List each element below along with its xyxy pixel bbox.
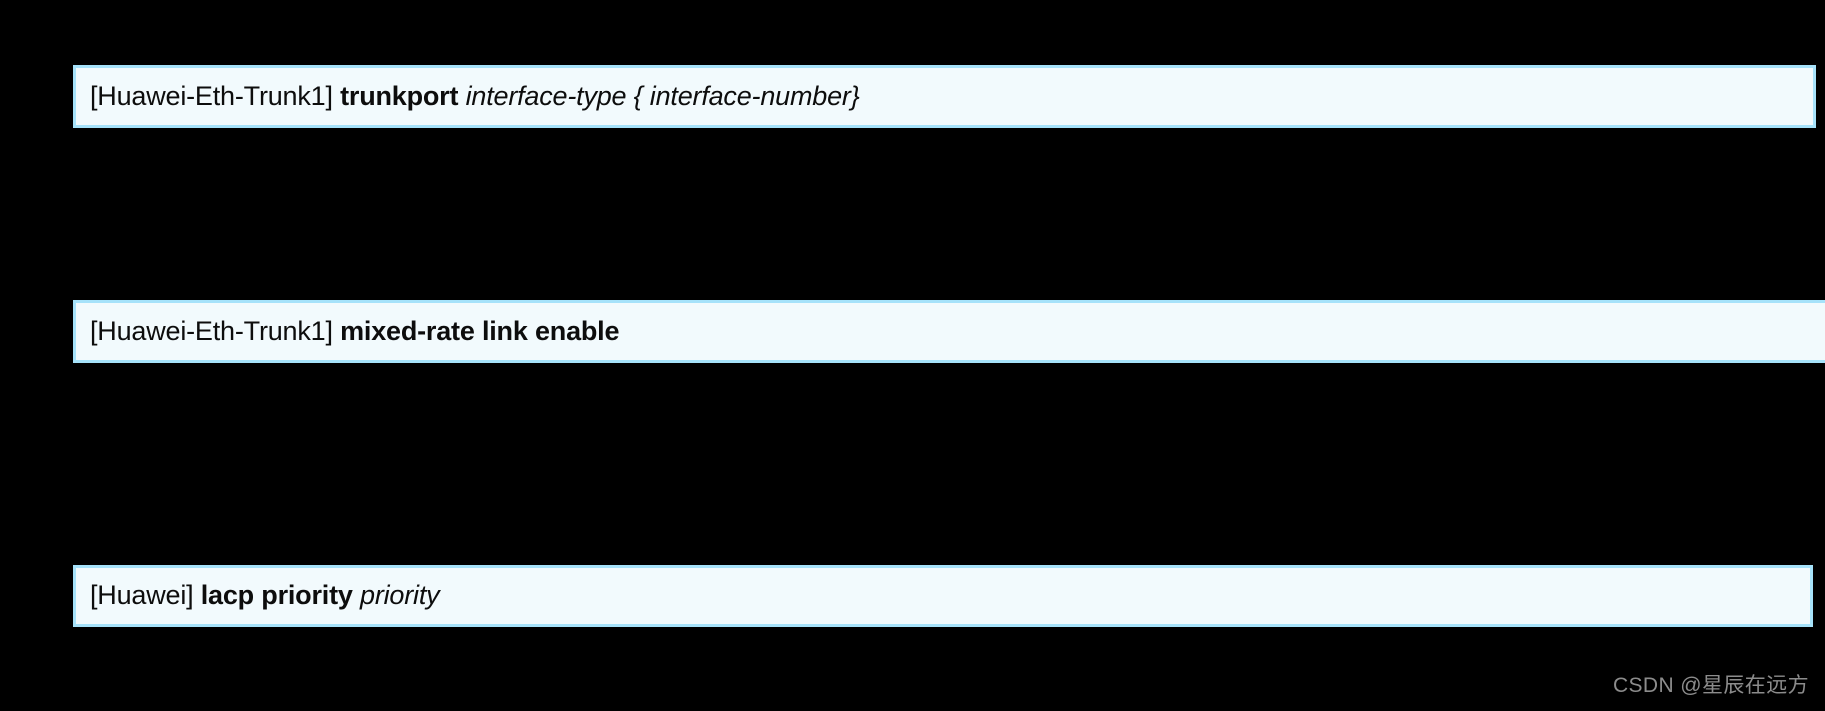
command-box-trunkport: [Huawei-Eth-Trunk1] trunkport interface-… xyxy=(73,65,1816,128)
command-box-lacp-priority: [Huawei] lacp priority priority xyxy=(73,565,1813,627)
cli-parameter: interface-type { interface-number} xyxy=(465,80,860,111)
cli-prompt: [Huawei-Eth-Trunk1] xyxy=(90,80,341,111)
cli-keyword: trunkport xyxy=(340,80,459,111)
cli-prompt: [Huawei] xyxy=(90,580,201,611)
cli-prompt: [Huawei-Eth-Trunk1] xyxy=(90,315,341,346)
command-line-text: [Huawei] lacp priority priority xyxy=(76,580,440,611)
cli-keyword: lacp priority xyxy=(200,580,353,611)
cli-keyword: mixed-rate link enable xyxy=(340,315,620,346)
cli-parameter: priority xyxy=(360,580,440,611)
cli-separator xyxy=(353,580,360,610)
cli-separator xyxy=(458,81,465,111)
command-line-text: [Huawei-Eth-Trunk1] trunkport interface-… xyxy=(76,80,860,112)
command-box-mixed-rate-link-enable: [Huawei-Eth-Trunk1] mixed-rate link enab… xyxy=(73,300,1825,363)
csdn-watermark: CSDN @星辰在远方 xyxy=(1612,674,1809,697)
command-line-text: [Huawei-Eth-Trunk1] mixed-rate link enab… xyxy=(76,315,620,347)
